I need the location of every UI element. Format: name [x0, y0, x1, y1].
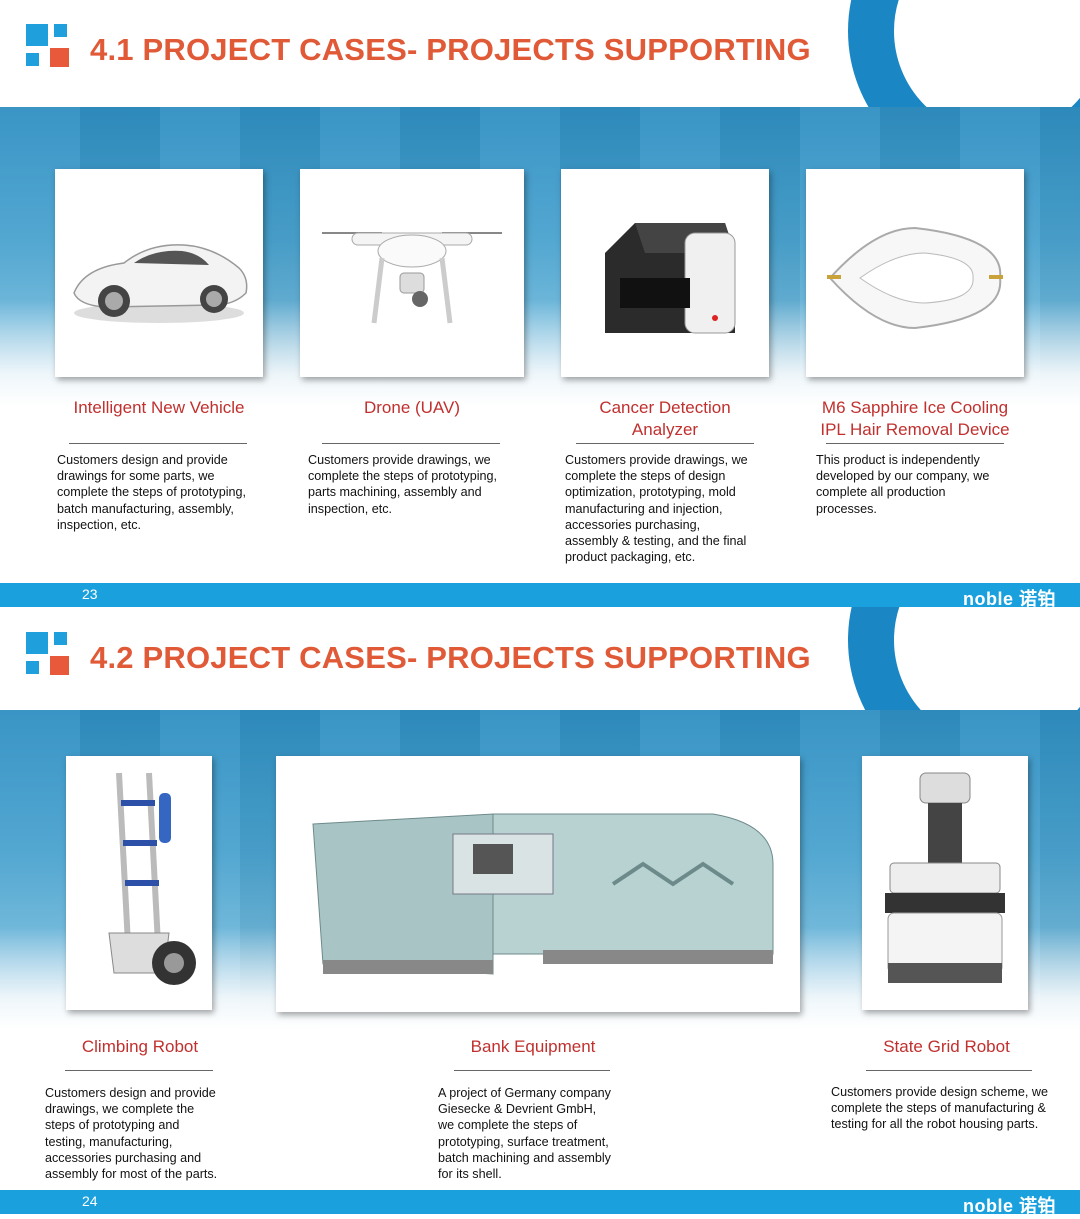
case-description: Customers provide drawings, we complete … — [308, 453, 498, 516]
case-title: Intelligent New Vehicle — [73, 398, 245, 417]
case-title: Drone (UAV) — [363, 398, 461, 417]
case-title: M6 Sapphire Ice Cooling IPL Hair Removal… — [820, 398, 1010, 439]
page-23: 4.1 PROJECT CASES- PROJECTS SUPPORTING — [0, 0, 1080, 607]
page-number: 23 — [82, 586, 98, 602]
case-description: Customers provide design scheme, we comp… — [831, 1085, 1048, 1132]
case-description: Customers provide drawings, we complete … — [565, 453, 748, 565]
bank-equipment-image — [276, 756, 800, 1012]
case-description: A project of Germany company Giesecke & … — [438, 1086, 611, 1182]
section-squares-icon — [26, 24, 72, 70]
drone-image — [300, 169, 524, 377]
page-footer: 24 noble 诺铂 — [0, 1190, 1080, 1216]
brand-logo: noble 诺铂 — [962, 589, 1056, 607]
page-title: 4.2 PROJECT CASES- PROJECTS SUPPORTING — [90, 640, 811, 675]
sports-car-image — [55, 169, 263, 377]
page-footer: 23 noble 诺铂 — [0, 583, 1080, 607]
caption-divider — [454, 1070, 610, 1071]
brand-logo: noble 诺铂 — [962, 1196, 1056, 1216]
state-grid-robot-image — [862, 756, 1028, 1010]
caption-divider — [322, 443, 500, 444]
case-title: Cancer Detection Analyzer — [599, 398, 731, 439]
case-title: Climbing Robot — [81, 1037, 199, 1056]
case-title: State Grid Robot — [883, 1037, 1010, 1056]
case-description: This product is independently developed … — [816, 453, 990, 516]
hair-removal-device-image — [806, 169, 1024, 377]
case-description: Customers design and provide drawings fo… — [57, 453, 247, 532]
caption-divider — [826, 443, 1004, 444]
climbing-robot-image — [66, 756, 212, 1010]
page-title: 4.1 PROJECT CASES- PROJECTS SUPPORTING — [90, 32, 811, 67]
page-number: 24 — [82, 1193, 98, 1209]
page-24: 4.2 PROJECT CASES- PROJECTS SUPPORTING — [0, 607, 1080, 1219]
case-title: Bank Equipment — [470, 1037, 596, 1056]
analyzer-image — [561, 169, 769, 377]
caption-divider — [69, 443, 247, 444]
caption-divider — [576, 443, 754, 444]
section-squares-icon — [26, 632, 72, 678]
caption-divider — [65, 1070, 213, 1071]
case-description: Customers design and provide drawings, w… — [45, 1086, 218, 1182]
caption-divider — [866, 1070, 1032, 1071]
